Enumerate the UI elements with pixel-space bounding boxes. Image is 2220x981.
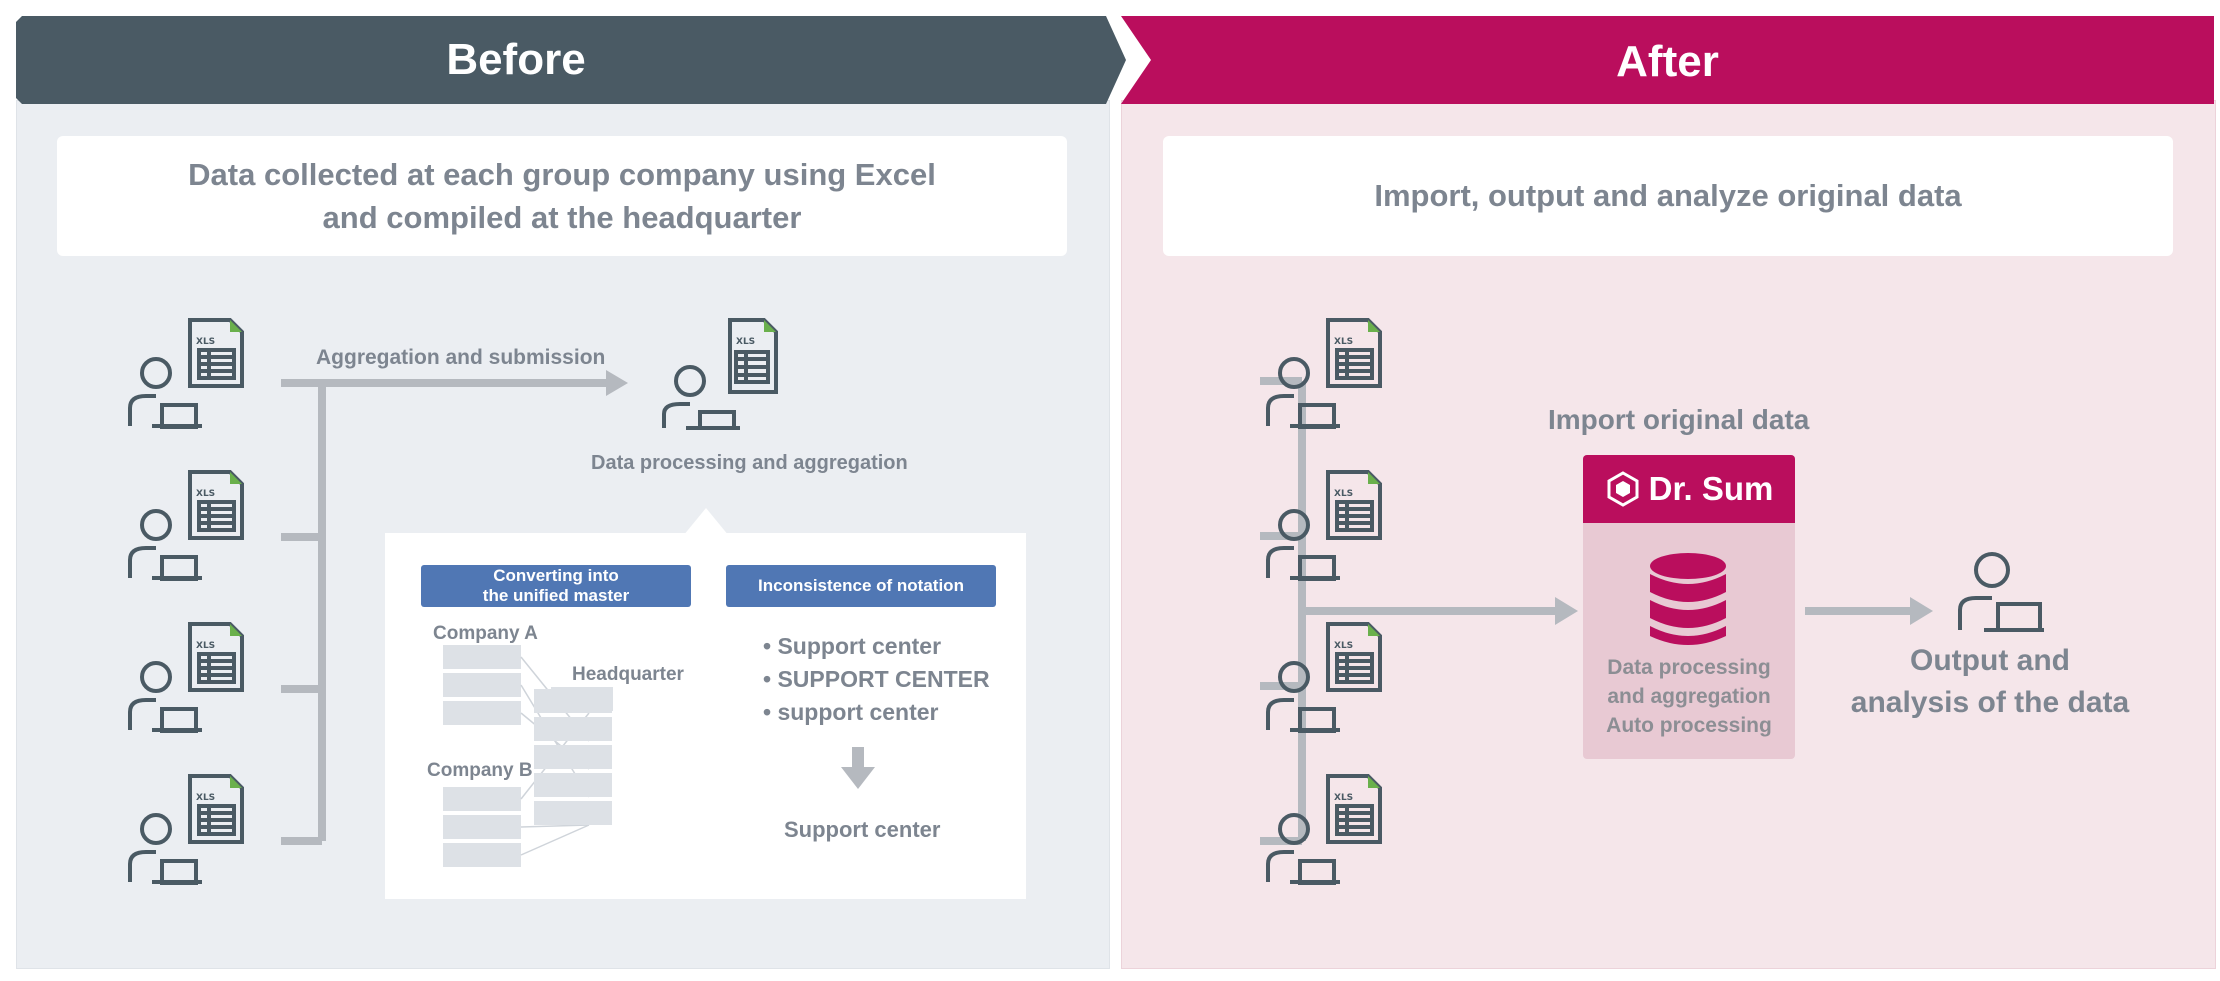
before-summary-line2: and compiled at the headquarter	[322, 200, 802, 235]
notation-item-3: • support center	[763, 699, 939, 725]
before-summary-card: Data collected at each group company usi…	[57, 136, 1067, 256]
dr-sum-line3: Auto processing	[1606, 714, 1772, 737]
dr-sum-line2: and aggregation	[1607, 685, 1771, 708]
before-title: Before	[446, 35, 586, 84]
user-with-spreadsheet-icon: XLS	[1266, 774, 1382, 885]
svg-text:XLS: XLS	[1334, 337, 1353, 347]
dr-sum-line1: Data processing	[1607, 656, 1771, 679]
notation-result: Support center	[784, 817, 941, 842]
company-b-label: Company B	[427, 760, 533, 781]
output-label: Output and analysis of the data	[1840, 640, 2140, 724]
user-with-spreadsheet-icon: XLS	[128, 470, 244, 581]
svg-text:XLS: XLS	[1334, 641, 1353, 651]
svg-text:XLS: XLS	[1334, 793, 1353, 803]
dr-sum-box: Dr. Sum Data processing and aggregation …	[1583, 455, 1795, 759]
user-with-spreadsheet-icon: XLS	[1266, 622, 1382, 733]
aggregation-arrow-label: Aggregation and submission	[316, 346, 606, 369]
svg-text:XLS: XLS	[196, 793, 215, 803]
svg-text:XLS: XLS	[196, 489, 215, 499]
user-with-spreadsheet-icon: XLS	[128, 774, 244, 885]
dr-sum-description: Data processing and aggregation Auto pro…	[1583, 653, 1795, 740]
notation-item-1: • Support center	[763, 633, 942, 659]
headquarter-table-icon	[534, 689, 612, 825]
notation-item-2: • SUPPORT CENTER	[763, 666, 990, 692]
down-arrow-icon	[841, 747, 875, 789]
user-with-spreadsheet-icon: XLS	[1266, 470, 1382, 581]
detail-box: Converting into the unified master Incon…	[385, 533, 1026, 899]
headquarter-user-with-spreadsheet-icon: XLS	[662, 318, 778, 430]
output-line2: analysis of the data	[1850, 686, 2130, 719]
svg-text:XLS: XLS	[736, 337, 755, 347]
output-user-icon	[1958, 552, 2044, 632]
after-title: After	[1616, 37, 1719, 86]
database-icon	[1650, 553, 1726, 645]
after-summary-card: Import, output and analyze original data	[1163, 136, 2173, 256]
after-summary: Import, output and analyze original data	[1374, 178, 1962, 213]
dr-sum-name: Dr. Sum	[1648, 470, 1774, 507]
output-line1: Output and	[1910, 644, 2070, 677]
user-with-spreadsheet-icon: XLS	[128, 622, 244, 733]
company-a-label: Company A	[433, 623, 538, 644]
dr-sum-header: Dr. Sum	[1583, 455, 1795, 523]
svg-text:XLS: XLS	[1334, 489, 1353, 499]
detail-callout-pointer	[683, 508, 729, 536]
svg-text:XLS: XLS	[196, 337, 215, 347]
svg-text:XLS: XLS	[196, 641, 215, 651]
user-with-spreadsheet-icon: XLS	[128, 318, 244, 429]
dr-sum-logo-icon	[1607, 471, 1639, 507]
before-connector-lines	[281, 370, 628, 845]
hq-process-label: Data processing and aggregation	[591, 452, 908, 474]
user-with-spreadsheet-icon: XLS	[1266, 318, 1382, 429]
after-connector-lines	[1260, 377, 1933, 845]
headquarter-label: Headquarter	[572, 664, 684, 685]
before-header: Before	[16, 16, 1126, 104]
unified-master-tag-line1: Converting into	[493, 566, 619, 585]
before-summary-line1: Data collected at each group company usi…	[188, 157, 936, 192]
inconsistence-tag: Inconsistence of notation	[726, 565, 996, 607]
after-header: After	[1121, 16, 2214, 104]
unified-master-tag-line2: the unified master	[482, 586, 630, 605]
import-label: Import original data	[1548, 404, 1810, 435]
unified-master-tag: Converting into the unified master	[421, 565, 691, 607]
